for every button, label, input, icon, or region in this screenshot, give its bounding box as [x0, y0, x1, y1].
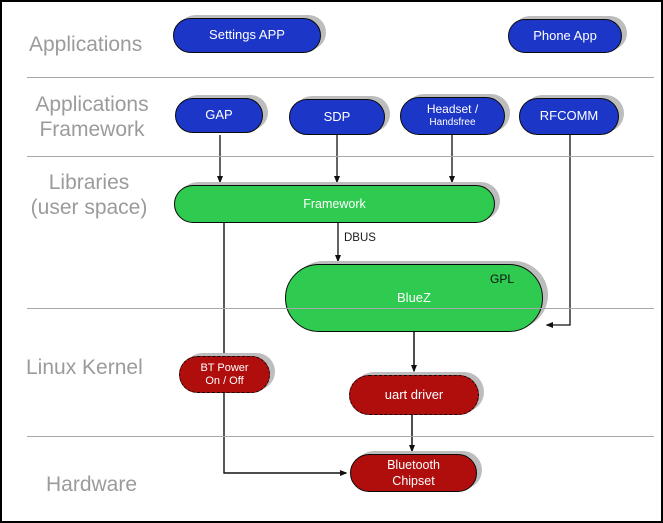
row-label-text: Framework [39, 118, 145, 141]
gpl-license-tag: GPL [489, 272, 514, 286]
node-label: Headset / [426, 102, 479, 117]
node-bt-power-on-off: BT Power On / Off [179, 356, 270, 393]
node-gap: GAP [175, 98, 263, 133]
separator-line [27, 436, 654, 437]
separator-line [27, 77, 654, 78]
row-label-libraries-user-space: Libraries (user space) [10, 170, 168, 220]
node-label-line2: On / Off [205, 374, 244, 387]
node-sdp: SDP [289, 99, 385, 135]
node-headset-handsfree: Headset / Handsfree [400, 97, 505, 135]
row-label-text: Hardware [46, 473, 138, 496]
node-label: Framework [303, 196, 366, 211]
row-label-applications: Applications [29, 32, 169, 57]
node-phone-app: Phone App [508, 19, 622, 53]
row-label-linux-kernel: Linux Kernel [26, 355, 176, 380]
node-label-line2: Handsfree [429, 117, 476, 129]
node-label: Settings APP [209, 27, 285, 43]
node-label: uart driver [384, 386, 444, 402]
row-label-text: Linux Kernel [26, 356, 143, 379]
separator-line [27, 308, 654, 309]
row-label-text: Applications [29, 33, 143, 56]
row-label-text: Libraries [48, 171, 130, 194]
node-label: RFCOMM [539, 108, 599, 124]
node-label: BlueZ [397, 289, 431, 305]
node-framework: Framework [174, 185, 495, 223]
node-label-line2: Chipset [392, 474, 435, 488]
edge-rfcomm-to-bluez [545, 135, 571, 328]
node-label: Phone App [533, 27, 597, 43]
node-rfcomm: RFCOMM [519, 98, 619, 135]
row-label-hardware: Hardware [46, 472, 176, 497]
edge-framework-to-chipset [223, 223, 348, 476]
node-settings-app: Settings APP [173, 18, 321, 53]
node-uart-driver: uart driver [349, 375, 479, 415]
node-bluetooth-chipset: Bluetooth Chipset [350, 454, 477, 492]
row-label-text: Applications [35, 93, 149, 116]
node-label: SDP [323, 108, 351, 124]
node-label: GAP [205, 107, 233, 123]
node-label: Bluetooth [387, 458, 440, 472]
separator-line [27, 156, 654, 157]
row-label-text: (user space) [30, 196, 148, 219]
row-label-applications-framework: Applications Framework [19, 92, 165, 142]
node-label: BT Power [200, 361, 249, 374]
dbus-edge-label: DBUS [344, 232, 376, 244]
node-bluez: GPL BlueZ [285, 264, 543, 332]
